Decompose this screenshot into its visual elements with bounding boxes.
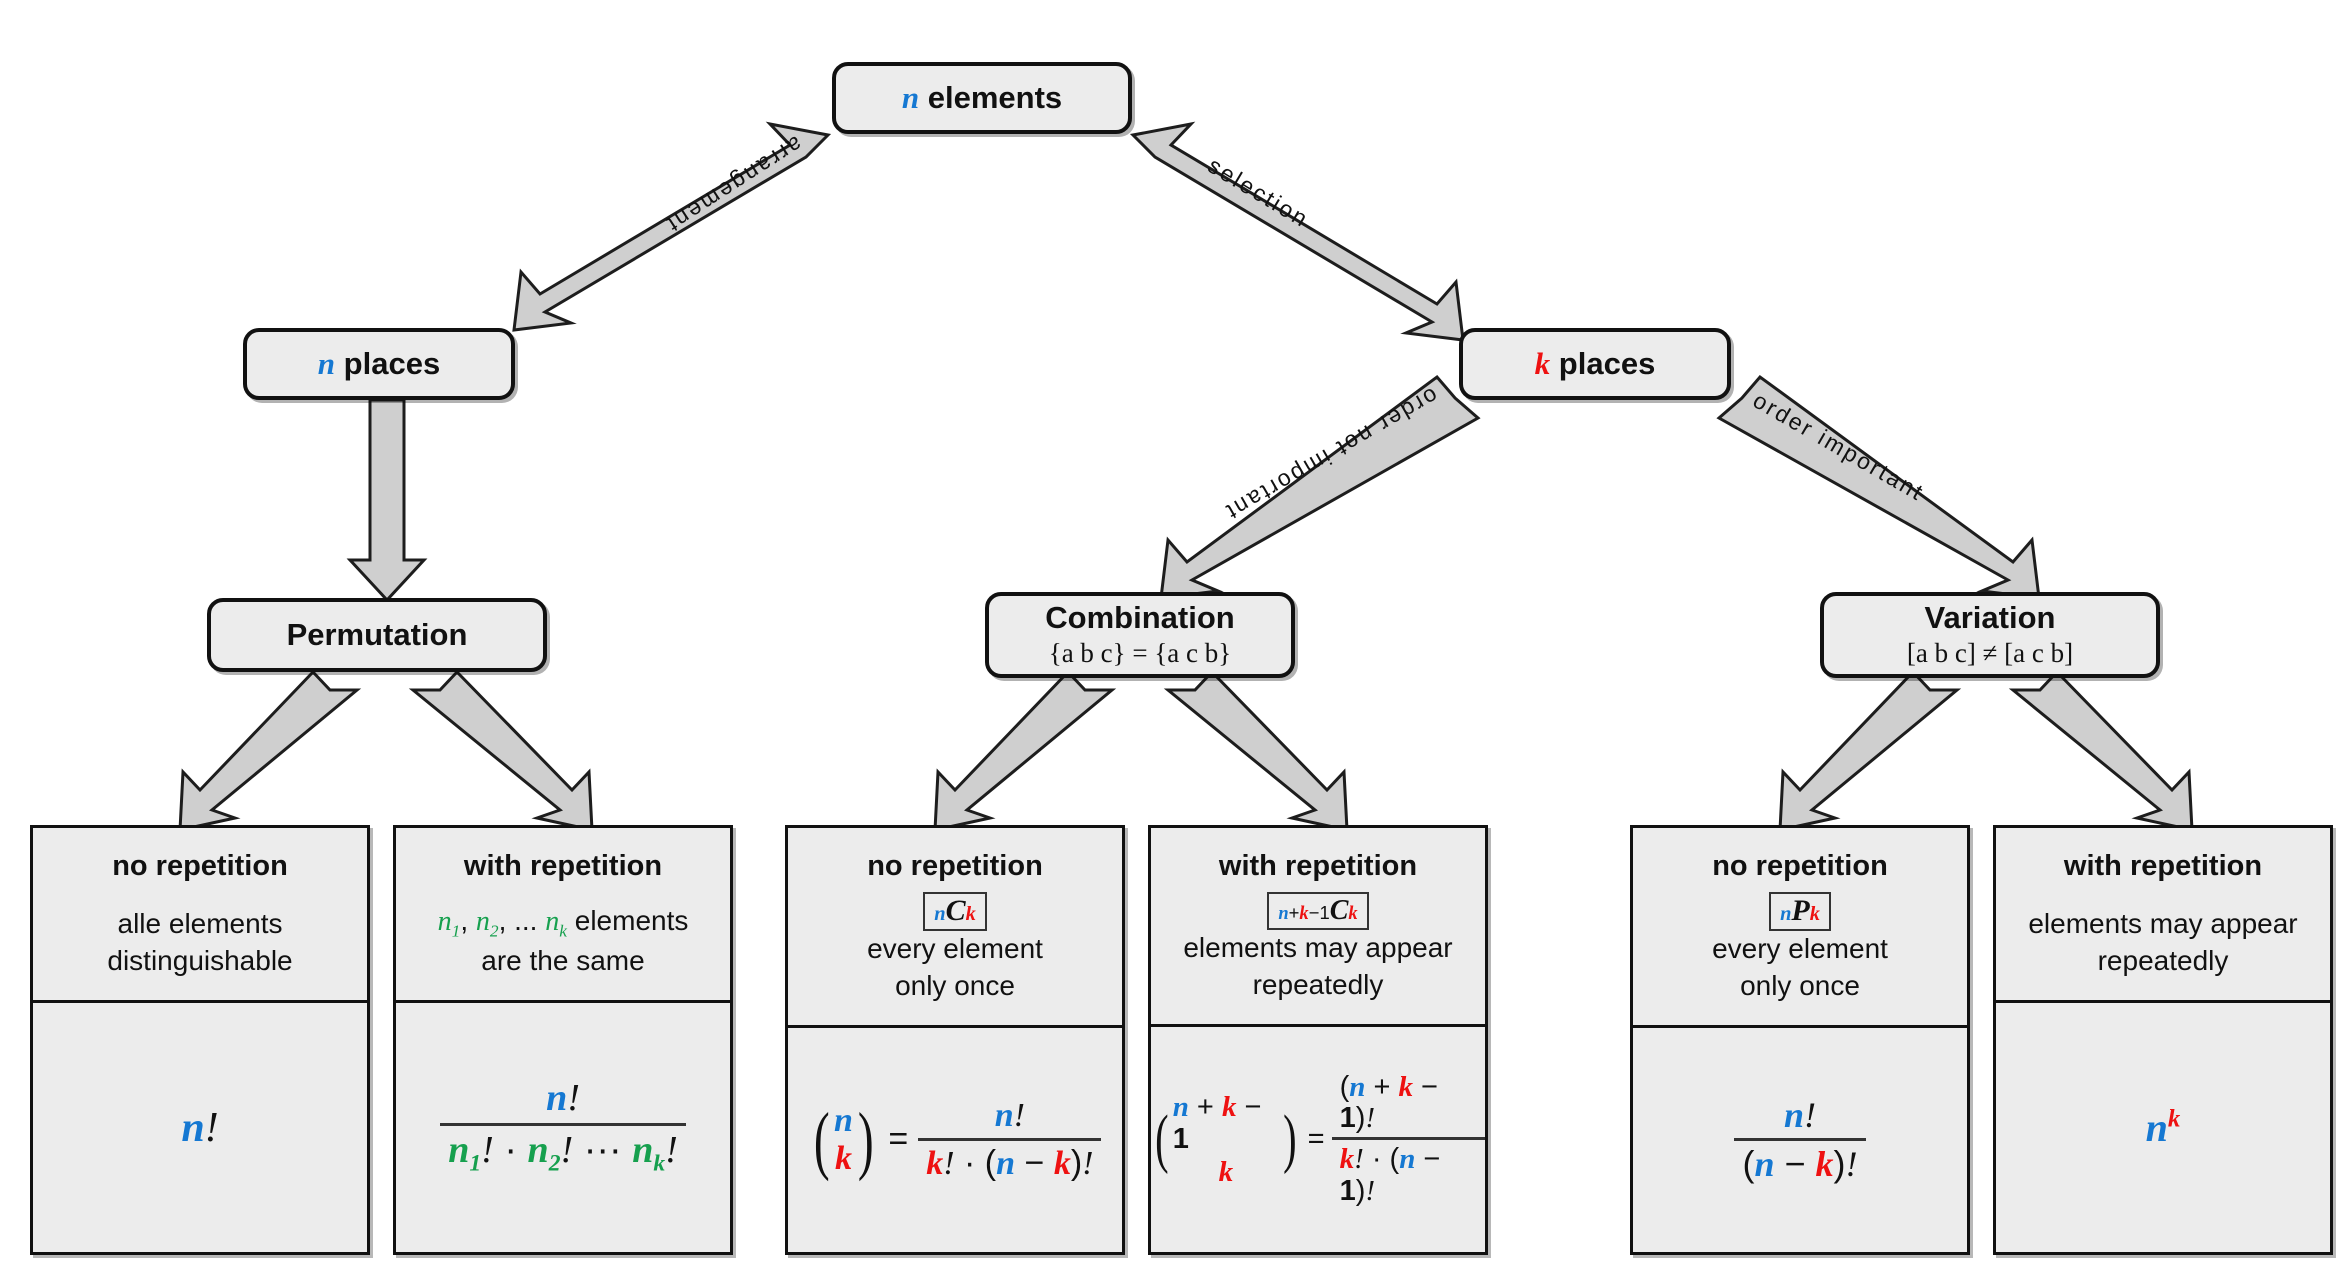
leaf-4-top: with repetition n+k−1Ck elements may app…	[1151, 828, 1485, 1027]
leaf-6-top: with repetition elements may appear repe…	[1996, 828, 2330, 1003]
node-k-places-label: k places	[1534, 345, 1656, 381]
node-variation-title: Variation	[1924, 600, 2056, 636]
arrow-perm-with-rep	[408, 669, 594, 832]
node-variation[interactable]: Variation [a b c] ≠ [a c b]	[1820, 592, 2160, 678]
k-places-text: places	[1558, 345, 1656, 381]
node-root-elements[interactable]: n elements	[832, 62, 1132, 134]
leaf-variation-with-repetition[interactable]: with repetition elements may appear repe…	[1993, 825, 2333, 1255]
arrow-perm-no-rep	[178, 669, 362, 832]
node-permutation-title: Permutation	[286, 616, 468, 652]
leaf-5-description: every element only once	[1712, 933, 1888, 1001]
node-n-places-label: n places	[317, 345, 441, 381]
node-combination-note: {a b c} = {a c b}	[1048, 637, 1232, 668]
leaf-5-formula: n! (n − k)!	[1633, 1028, 1967, 1252]
leaf-6-description: elements may appear repeatedly	[2028, 908, 2298, 977]
leaf-4-formula: ( n + k − 1 k ) = (n + k − 1)! k! · (n −…	[1151, 1027, 1485, 1252]
leaf-3-description: every element only once	[867, 933, 1043, 1001]
edge-label-order-important: order important	[1748, 386, 1930, 507]
leaf-2-formula: n! n1! · n2! ··· nk!	[396, 1003, 730, 1252]
root-text: elements	[927, 79, 1063, 115]
leaf-permutation-with-repetition[interactable]: with repetition n1, n2, ... nk elements …	[393, 825, 733, 1255]
leaf-1-description: alle elements distinguishable	[107, 908, 293, 977]
n-places-variable: n	[317, 345, 336, 381]
leaf-4-heading: with repetition	[1218, 850, 1418, 882]
leaf-5-top: no repetition nPk every element only onc…	[1633, 828, 1967, 1028]
arrow-permutation	[346, 398, 428, 603]
leaf-5-heading: no repetition	[1712, 850, 1888, 882]
leaf-3-top: no repetition nCk every element only onc…	[788, 828, 1122, 1028]
root-variable-n: n	[901, 79, 920, 115]
leaf-combination-with-repetition[interactable]: with repetition n+k−1Ck elements may app…	[1148, 825, 1488, 1255]
leaf-3-symbol-nCk: nCk	[923, 892, 987, 931]
leaf-6-heading: with repetition	[2063, 850, 2263, 882]
n-places-text: places	[343, 345, 441, 381]
arrow-comb-with-rep	[1163, 669, 1349, 832]
leaf-4-symbol-npk1Ck: n+k−1Ck	[1267, 892, 1369, 930]
node-variation-note: [a b c] ≠ [a c b]	[1906, 637, 2074, 668]
edge-label-arrangement: arrangement	[660, 131, 808, 239]
leaf-5-symbol-nPk: nPk	[1769, 892, 1831, 931]
arrow-var-with-rep	[2008, 669, 2194, 832]
leaf-3-heading: no repetition	[867, 850, 1043, 882]
node-n-places[interactable]: n places	[243, 328, 515, 400]
node-permutation[interactable]: Permutation	[207, 598, 547, 672]
leaf-2-description: n1, n2, ... nk elements are the same	[437, 904, 689, 977]
node-combination[interactable]: Combination {a b c} = {a c b}	[985, 592, 1295, 678]
leaf-1-top: no repetition alle elements distinguisha…	[33, 828, 367, 1003]
leaf-6-formula: nk	[2145, 1105, 2181, 1150]
leaf-combination-no-repetition[interactable]: no repetition nCk every element only onc…	[785, 825, 1125, 1255]
leaf-1-heading: no repetition	[112, 850, 288, 882]
k-places-variable: k	[1534, 345, 1551, 381]
edge-label-selection: selection	[1203, 151, 1315, 233]
leaf-variation-no-repetition[interactable]: no repetition nPk every element only onc…	[1630, 825, 1970, 1255]
edge-label-order-not-important: order not important	[1220, 382, 1443, 527]
arrow-comb-no-rep	[933, 669, 1117, 832]
node-combination-title: Combination	[1045, 600, 1235, 636]
arrow-var-no-rep	[1778, 669, 1962, 832]
leaf-2-top: with repetition n1, n2, ... nk elements …	[396, 828, 730, 1003]
leaf-1-formula: n!	[181, 1105, 219, 1151]
leaf-permutation-no-repetition[interactable]: no repetition alle elements distinguisha…	[30, 825, 370, 1255]
leaf-4-description: elements may appear repeatedly	[1183, 932, 1453, 1000]
node-k-places[interactable]: k places	[1459, 328, 1731, 400]
leaf-2-heading: with repetition	[463, 850, 663, 882]
node-root-label: n elements	[901, 79, 1063, 115]
